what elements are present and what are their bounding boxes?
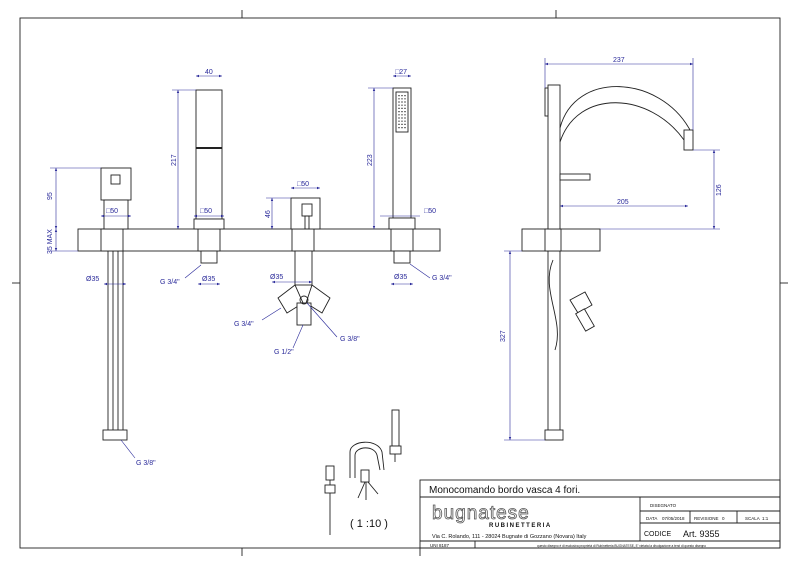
dim-deck-thickness: 35 MAX [47, 229, 54, 254]
isometric-preview [324, 409, 402, 535]
revision-value: 0 [722, 516, 725, 521]
dim-diverter-height: 46 [265, 210, 272, 218]
company-address: Via C. Rolando, 111 - 28024 Bugnate di G… [432, 534, 587, 540]
dim-side-reach: 237 [613, 57, 625, 64]
scale-field-label: SCALA [745, 516, 760, 521]
hand-shower-component [388, 87, 416, 264]
dim-spout-hole: Ø35 [202, 276, 215, 283]
revision-label: REVISIONE [694, 516, 719, 521]
dim-mixer-height: 95 [47, 192, 54, 200]
dim-shower-width: □27 [395, 69, 407, 76]
dim-shower-base: □50 [424, 208, 436, 215]
ownership-notice: questo disegno è di esclusiva proprietà … [537, 544, 706, 548]
frame-ticks [12, 10, 788, 556]
brand-logo: bugnatese [432, 503, 530, 524]
dim-side-spout-height: 126 [716, 184, 723, 196]
dim-spout-height: 217 [171, 154, 178, 166]
scale-field-value: 1:1 [762, 516, 769, 521]
dim-diverter-hole: Ø35 [270, 274, 283, 281]
deck-section-front [77, 228, 441, 252]
title-block [419, 479, 781, 556]
dim-mixer-thread: G 3/8" [136, 460, 156, 467]
drawn-label: DISEGNATO [650, 503, 677, 508]
dim-spout-thread: G 3/4" [160, 279, 180, 286]
side-view [521, 84, 694, 441]
dim-diverter-thread-right: G 3/8" [340, 336, 360, 343]
diverter-component [277, 197, 331, 326]
date-value: 07/05/2018 [662, 516, 685, 521]
dim-diverter-thread-bottom: G 1/2" [274, 349, 294, 356]
dim-side-below-deck: 327 [500, 330, 507, 342]
dim-shower-height: 223 [367, 154, 374, 166]
dim-diverter-thread-left: G 3/4" [234, 321, 254, 328]
date-label: DATA [646, 516, 657, 521]
dim-spout-base: □50 [200, 208, 212, 215]
dim-side-spout-reach: 205 [617, 199, 629, 206]
code-value: Art. 9355 [683, 529, 720, 539]
code-label: CODICE [644, 531, 672, 538]
scale-label: ( 1 :10 ) [350, 518, 388, 530]
standard-label: UNI 8187 [430, 543, 450, 548]
mixer-component [100, 167, 132, 441]
dim-mixer-base: □50 [106, 208, 118, 215]
spout-component [193, 89, 225, 264]
dim-mixer-hole: Ø35 [86, 276, 99, 283]
drawing-title: Monocomando bordo vasca 4 fori. [429, 485, 580, 496]
dim-spout-width: 40 [205, 69, 213, 76]
dim-diverter-base: □50 [297, 181, 309, 188]
dim-shower-thread: G 3/4" [432, 275, 452, 282]
brand-subtitle: RUBINETTERIA [489, 523, 552, 529]
dim-shower-hole: Ø35 [394, 274, 407, 281]
